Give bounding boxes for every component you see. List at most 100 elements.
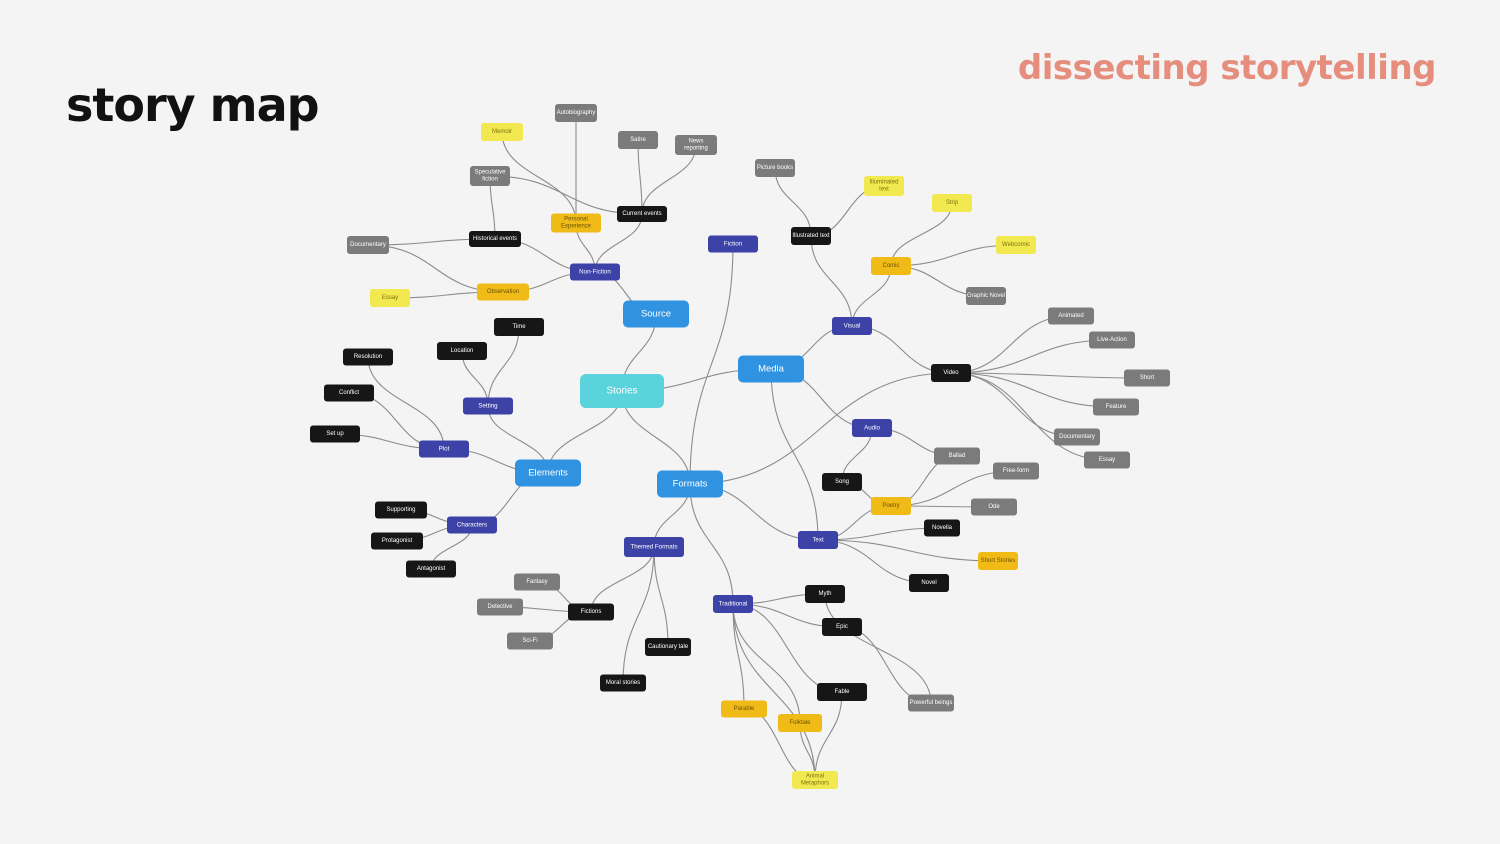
node-detective[interactable]: Detective [477,598,523,616]
node-conflict[interactable]: Conflict [324,384,374,402]
page-title: story map [66,78,320,132]
node-graphicnovel[interactable]: Graphic Novel [966,287,1006,305]
node-webcomic[interactable]: Webcomic [996,236,1036,254]
node-box-personal [551,213,601,233]
node-traditional[interactable]: Traditional [713,595,753,613]
node-source[interactable]: Source [623,300,689,328]
node-box-video [931,364,971,382]
node-box-strip [932,194,972,212]
node-box-time [494,318,544,336]
node-box-folktale [778,714,822,732]
node-themed[interactable]: Themed Formats [624,537,684,557]
node-short[interactable]: Short [1124,369,1170,387]
node-plot[interactable]: Plot [419,440,469,458]
node-satire[interactable]: Satire [618,131,658,149]
node-cautionary[interactable]: Cautionary tale [645,638,691,656]
node-formats[interactable]: Formats [657,470,723,498]
node-essay_v[interactable]: Essay [1084,451,1130,469]
node-box-source [623,300,689,328]
node-fable[interactable]: Fable [817,683,867,701]
node-illustrated[interactable]: Illustrated text [791,227,831,245]
node-documentary_v[interactable]: Documentary [1054,428,1100,446]
connector-setting-time [487,326,520,407]
node-myth[interactable]: Myth [805,585,845,603]
node-box-characters [447,516,497,534]
node-strip[interactable]: Strip [932,194,972,212]
node-essay_nf[interactable]: Essay [370,289,410,307]
node-label-conflict: Conflict [339,390,359,396]
node-fantasy[interactable]: Fantasy [514,573,560,591]
node-poetry[interactable]: Poetry [871,497,911,515]
node-label-detective: Detective [487,604,513,610]
node-documentary_nf[interactable]: Documentary [347,236,389,254]
node-label-epic: Epic [836,624,848,630]
node-powerful[interactable]: Powerful beings [908,694,954,712]
node-shortstories[interactable]: Short Stories [978,552,1018,570]
node-elements[interactable]: Elements [515,459,581,487]
node-box-observation [477,283,529,301]
node-label-formats: Formats [673,479,708,490]
node-box-historical [469,231,521,247]
node-animated[interactable]: Animated [1048,307,1094,325]
node-picturebooks[interactable]: Picture books [755,159,795,177]
node-audio[interactable]: Audio [852,419,892,437]
node-scifi[interactable]: Sci-Fi [507,632,553,650]
node-novella[interactable]: Novella [924,519,960,537]
node-resolution[interactable]: Resolution [343,348,393,366]
node-ballad[interactable]: Ballad [934,447,980,465]
node-freeform[interactable]: Free-form [993,462,1039,480]
node-observation[interactable]: Observation [477,283,529,301]
node-label-autobiography: Autobiography [557,110,596,116]
node-label-liveaction: Live-Action [1097,337,1127,343]
node-ode[interactable]: Ode [971,498,1017,516]
node-label-freeform: Free-form [1003,468,1029,474]
node-liveaction[interactable]: Live-Action [1089,331,1135,349]
node-location[interactable]: Location [437,342,487,360]
node-current[interactable]: Current events [617,206,667,222]
node-folktale[interactable]: Folktale [778,714,822,732]
node-box-webcomic [996,236,1036,254]
node-visual[interactable]: Visual [832,317,872,335]
node-label-webcomic: Webcomic [1002,242,1030,248]
node-label-strip: Strip [946,200,959,206]
node-label-memoir: Memoir [492,129,512,135]
node-fictions[interactable]: Fictions [568,603,614,621]
node-text[interactable]: Text [798,531,838,549]
node-box-supporting [375,501,427,519]
node-fiction[interactable]: Fiction [708,235,758,253]
node-protagonist[interactable]: Protagonist [371,532,423,550]
node-setting[interactable]: Setting [463,397,513,415]
node-box-novel [909,574,949,592]
node-historical[interactable]: Historical events [469,231,521,247]
node-autobiography[interactable]: Autobiography [555,104,597,122]
node-box-satire [618,131,658,149]
connector-nonfiction-current [594,213,643,273]
node-setup[interactable]: Set up [310,425,360,443]
node-antagonist[interactable]: Antagonist [406,560,456,578]
node-nonfiction[interactable]: Non-Fiction [570,263,620,281]
node-label-poetry: Poetry [882,503,899,509]
node-label-essay_nf: Essay [382,295,398,301]
node-supporting[interactable]: Supporting [375,501,427,519]
node-parable[interactable]: Parable [721,700,767,718]
node-stories[interactable]: Stories [580,374,664,408]
node-memoir[interactable]: Memoir [481,123,523,141]
node-epic[interactable]: Epic [822,618,862,636]
node-time[interactable]: Time [494,318,544,336]
node-video[interactable]: Video [931,364,971,382]
node-box-setting [463,397,513,415]
node-comic[interactable]: Comic [871,257,911,275]
node-characters[interactable]: Characters [447,516,497,534]
node-novel[interactable]: Novel [909,574,949,592]
node-feature[interactable]: Feature [1093,398,1139,416]
node-label-essay_v: Essay [1099,457,1115,463]
node-song[interactable]: Song [822,473,862,491]
node-moral[interactable]: Moral stories [600,674,646,692]
node-media[interactable]: Media [738,355,804,383]
